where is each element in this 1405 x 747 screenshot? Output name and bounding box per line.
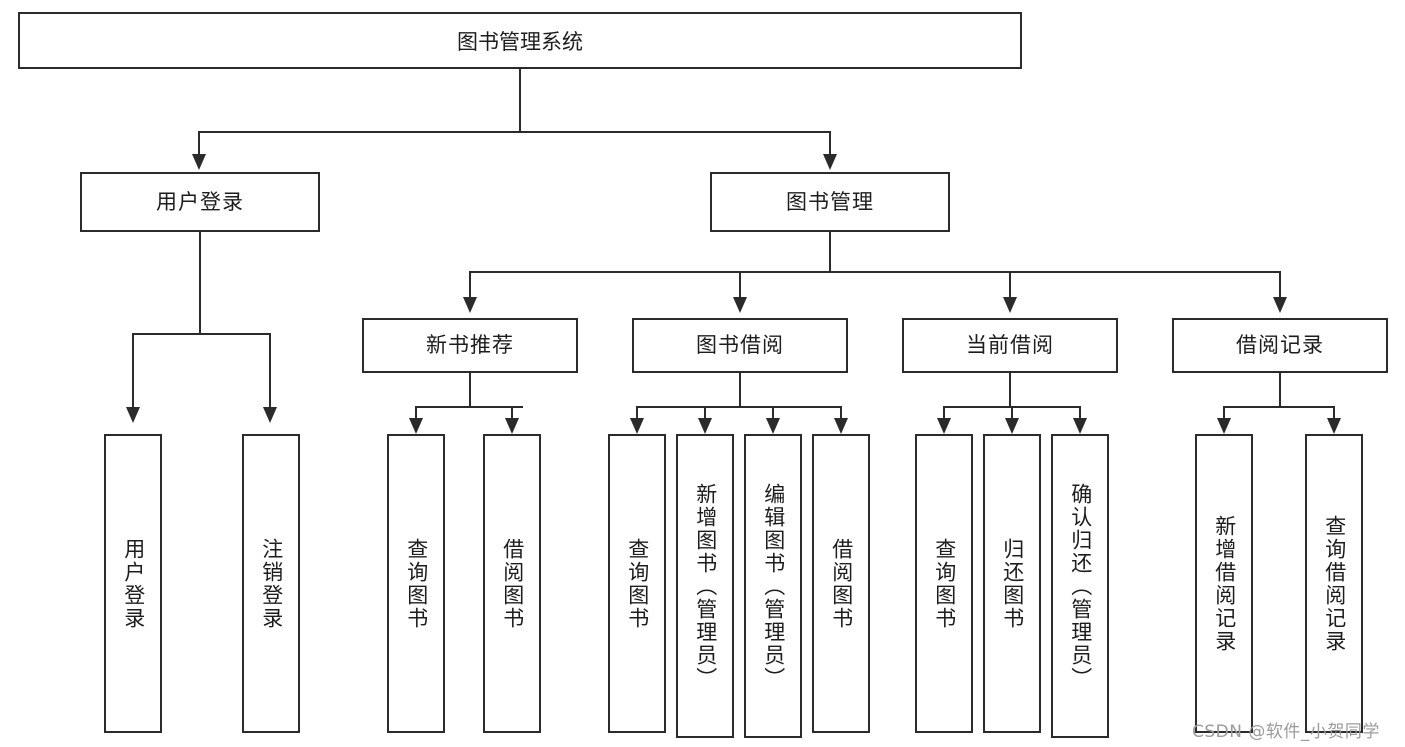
- leaf-label: 归还图书: [1000, 537, 1025, 630]
- connector-to-current-borrow: [1009, 271, 1011, 299]
- connector-book-borrow-leaf3: [772, 406, 774, 420]
- connector-borrow-record-leaf1: [1223, 406, 1225, 420]
- connector-book-manage-stem: [829, 232, 831, 273]
- connector-user-login-stem: [199, 232, 201, 334]
- node-label: 借阅记录: [1236, 333, 1324, 358]
- connector-to-user-login: [198, 131, 200, 156]
- connector-borrow-record-bus: [1223, 406, 1335, 408]
- leaf-query-book-borrow[interactable]: 查询图书: [608, 434, 666, 733]
- connector-current-borrow-leaf3: [1079, 406, 1081, 420]
- leaf-query-borrow-record[interactable]: 查询借阅记录: [1305, 434, 1363, 733]
- leaf-return-book[interactable]: 归还图书: [983, 434, 1041, 733]
- leaf-borrow-book[interactable]: 借阅图书: [812, 434, 870, 733]
- node-label: 图书管理系统: [457, 29, 583, 54]
- arrow-to-book-manage: [823, 154, 837, 170]
- connector-new-book-stem: [469, 373, 471, 407]
- connector-current-borrow-leaf1: [943, 406, 945, 420]
- arrow-to-borrow-record: [1273, 297, 1287, 313]
- leaf-label: 查询图书: [932, 537, 957, 630]
- leaf-logout[interactable]: 注销登录: [242, 434, 300, 733]
- connector-book-borrow-stem: [739, 373, 741, 407]
- csdn-watermark: CSDN @软件_小贺同学: [1192, 722, 1380, 742]
- leaf-query-book-recommend[interactable]: 查询图书: [387, 434, 445, 733]
- arrow-new-book-leaf1: [409, 418, 423, 434]
- leaf-label: 确认归还（管理员）: [1068, 482, 1093, 690]
- leaf-label: 编辑图书（管理员）: [761, 482, 786, 690]
- node-label: 图书借阅: [696, 333, 784, 358]
- connector-book-borrow-leaf2: [704, 406, 706, 420]
- node-new-book-recommend[interactable]: 新书推荐: [362, 318, 578, 373]
- arrow-user-login-leaf1: [126, 407, 140, 423]
- leaf-label: 借阅图书: [829, 537, 854, 630]
- node-book-borrow[interactable]: 图书借阅: [632, 318, 848, 373]
- leaf-label: 查询图书: [625, 537, 650, 630]
- node-label: 新书推荐: [426, 333, 514, 358]
- connector-book-borrow-leaf4: [840, 406, 842, 420]
- node-label: 图书管理: [786, 189, 874, 214]
- leaf-add-book-admin[interactable]: 新增图书（管理员）: [676, 434, 734, 738]
- leaf-user-login[interactable]: 用户登录: [104, 434, 162, 733]
- leaf-label: 查询借阅记录: [1322, 514, 1347, 653]
- arrow-borrow-record-leaf2: [1327, 418, 1341, 434]
- arrow-to-current-borrow: [1003, 297, 1017, 313]
- leaf-borrow-book-recommend[interactable]: 借阅图书: [483, 434, 541, 733]
- connector-current-borrow-leaf2: [1011, 406, 1013, 420]
- leaf-label: 查询图书: [404, 537, 429, 630]
- arrow-current-borrow-leaf3: [1073, 418, 1087, 434]
- leaf-confirm-return-admin[interactable]: 确认归还（管理员）: [1051, 434, 1109, 738]
- arrow-new-book-leaf2: [505, 418, 519, 434]
- arrow-current-borrow-leaf1: [937, 418, 951, 434]
- arrow-book-borrow-leaf1: [630, 418, 644, 434]
- connector-user-login-leaf2: [269, 333, 271, 409]
- connector-to-new-book: [469, 271, 471, 299]
- leaf-query-book-current[interactable]: 查询图书: [915, 434, 973, 733]
- leaf-label: 新增图书（管理员）: [693, 482, 718, 690]
- leaf-edit-book-admin[interactable]: 编辑图书（管理员）: [744, 434, 802, 738]
- arrow-current-borrow-leaf2: [1005, 418, 1019, 434]
- node-current-borrow[interactable]: 当前借阅: [902, 318, 1118, 373]
- node-book-management[interactable]: 图书管理: [710, 172, 950, 232]
- connector-level1-bus: [198, 131, 831, 133]
- arrow-to-new-book: [463, 297, 477, 313]
- connector-borrow-record-stem: [1279, 373, 1281, 407]
- connector-new-book-leaf1: [415, 406, 417, 420]
- connector-to-book-borrow: [739, 271, 741, 299]
- arrow-to-user-login: [192, 154, 206, 170]
- node-borrow-record[interactable]: 借阅记录: [1172, 318, 1388, 373]
- connector-to-book-manage: [829, 131, 831, 156]
- arrow-borrow-record-leaf1: [1217, 418, 1231, 434]
- leaf-label: 新增借阅记录: [1212, 514, 1237, 653]
- connector-new-book-leaf2: [511, 406, 513, 420]
- arrow-user-login-leaf2: [263, 407, 277, 423]
- leaf-add-borrow-record[interactable]: 新增借阅记录: [1195, 434, 1253, 733]
- connector-new-book-bus: [415, 406, 523, 408]
- arrow-book-borrow-leaf2: [698, 418, 712, 434]
- arrow-book-borrow-leaf3: [766, 418, 780, 434]
- node-user-login[interactable]: 用户登录: [80, 172, 320, 232]
- arrow-book-borrow-leaf4: [834, 418, 848, 434]
- leaf-label: 用户登录: [121, 537, 146, 630]
- leaf-label: 注销登录: [259, 537, 284, 630]
- node-root-library-system[interactable]: 图书管理系统: [18, 12, 1022, 69]
- connector-current-borrow-stem: [1009, 373, 1011, 407]
- connector-to-borrow-record: [1279, 271, 1281, 299]
- connector-book-borrow-leaf1: [636, 406, 638, 420]
- node-label: 用户登录: [156, 189, 244, 214]
- connector-level2-bus: [469, 271, 1281, 273]
- connector-user-login-leaf1: [132, 333, 134, 409]
- connector-root-stem: [519, 69, 521, 132]
- connector-borrow-record-leaf2: [1333, 406, 1335, 420]
- arrow-to-book-borrow: [733, 297, 747, 313]
- node-label: 当前借阅: [966, 333, 1054, 358]
- leaf-label: 借阅图书: [500, 537, 525, 630]
- connector-book-borrow-bus: [636, 406, 841, 408]
- connector-user-login-bus: [132, 333, 270, 335]
